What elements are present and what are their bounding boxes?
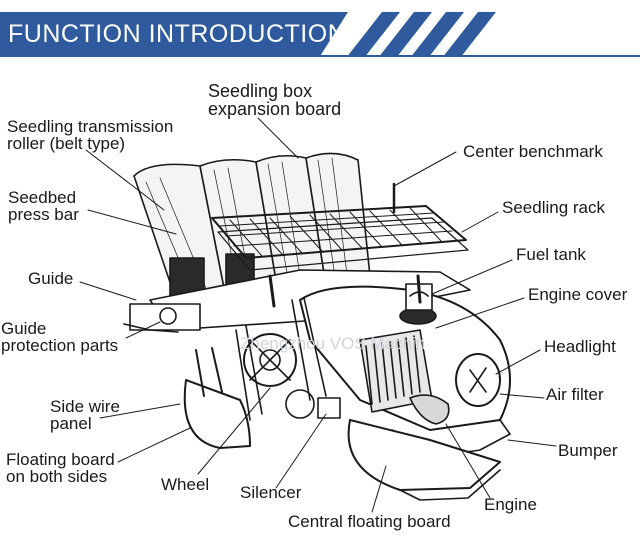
label-seedling-box-expansion-board: Seedling box expansion board [208, 81, 342, 119]
header-banner: FUNCTION INTRODUCTION [0, 12, 640, 57]
label-fuel-tank: Fuel tank [516, 245, 586, 264]
seedling-rack [211, 182, 469, 271]
watermark-text: Zhengzhou VOS Machin [240, 334, 426, 353]
label-center-benchmark: Center benchmark [463, 142, 603, 161]
leader-lines [79, 117, 557, 513]
guide-assembly [123, 274, 422, 421]
label-seedbed-press-bar: Seedbed press bar [8, 188, 79, 224]
page-title: FUNCTION INTRODUCTION [8, 20, 347, 48]
seedling-boxes [133, 152, 371, 301]
header-background [0, 12, 348, 56]
header-underline [0, 55, 640, 57]
label-seedling-transmission-roller: Seedling transmission roller (belt type) [7, 117, 174, 153]
label-side-wire-panel: Side wire panel [50, 397, 120, 433]
label-wheel: Wheel [161, 475, 210, 494]
label-floating-board-both-sides: Floating board on both sides [6, 450, 115, 486]
label-silencer: Silencer [240, 483, 302, 502]
label-engine: Engine [484, 495, 537, 514]
label-guide-protection-parts: Guide protection parts [1, 319, 119, 355]
label-headlight: Headlight [544, 337, 616, 356]
label-engine-cover: Engine cover [528, 285, 628, 304]
label-central-floating-board: Central floating board [288, 512, 451, 531]
label-air-filter: Air filter [546, 385, 604, 404]
label-seedling-rack: Seedling rack [502, 198, 606, 217]
label-bumper: Bumper [558, 441, 618, 460]
label-guide: Guide [28, 269, 74, 288]
